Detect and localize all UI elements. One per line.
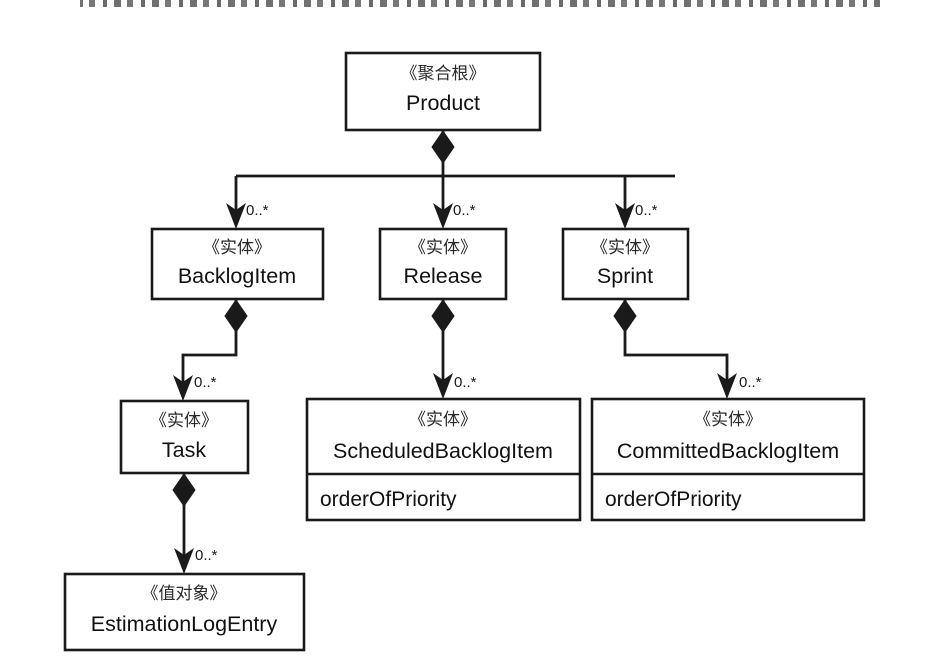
arrowhead-sprint	[615, 203, 635, 229]
link-sprint-committed	[623, 299, 729, 388]
class-box-scheduledbacklogitem[interactable]: 《实体》 ScheduledBacklogItem orderOfPriorit…	[305, 397, 582, 522]
arrowhead-release	[433, 203, 453, 229]
arrowhead-task	[173, 375, 193, 401]
class-stereotype-backlogitem: 《实体》	[203, 238, 271, 257]
class-stereotype-committedbacklogitem: 《实体》	[694, 410, 762, 429]
class-box-scheduledbacklogitem-rect	[305, 397, 582, 522]
class-box-product[interactable]: 《聚合根》 Product	[344, 51, 542, 132]
class-box-sprint-rect	[561, 227, 690, 301]
relationship-backlogitem-to-task	[173, 299, 248, 401]
multiplicity-committedbacklogitem: 0..*	[739, 374, 762, 391]
class-box-product-rect	[344, 51, 542, 132]
composition-diamond-task	[172, 473, 196, 507]
class-box-task-rect	[119, 399, 250, 475]
multiplicity-backlogitem: 0..*	[246, 202, 269, 219]
class-box-committedbacklogitem-rect	[590, 397, 866, 522]
class-box-committedbacklogitem[interactable]: 《实体》 CommittedBacklogItem orderOfPriorit…	[590, 397, 866, 522]
composition-diamond-product	[431, 130, 455, 164]
class-stereotype-estimationlogentry: 《值对象》	[142, 584, 227, 603]
relationship-product-to-children	[226, 130, 675, 229]
arrowhead-committedbacklogitem	[717, 373, 737, 399]
composition-diamond-release	[431, 299, 455, 333]
arrowhead-backlogitem	[226, 203, 246, 229]
class-stereotype-release: 《实体》	[409, 238, 477, 257]
class-name-release: Release	[404, 264, 483, 288]
class-name-task: Task	[162, 438, 206, 462]
composition-diamond-sprint	[613, 299, 637, 333]
class-box-release[interactable]: 《实体》 Release	[378, 227, 508, 301]
composition-diamond-backlogitem	[224, 299, 248, 333]
page-top-bleed-artifact	[0, 0, 944, 7]
multiplicity-estimationlogentry: 0..*	[195, 547, 218, 564]
class-stereotype-task: 《实体》	[150, 411, 218, 430]
class-box-release-rect	[378, 227, 508, 301]
arrowhead-estimationlogentry	[174, 548, 194, 574]
bleed-mask-right	[880, 0, 944, 7]
class-name-estimationlogentry: EstimationLogEntry	[91, 612, 278, 636]
arrowhead-scheduledbacklogitem	[433, 373, 453, 399]
class-name-scheduledbacklogitem: ScheduledBacklogItem	[333, 439, 553, 463]
multiplicity-scheduledbacklogitem: 0..*	[454, 374, 477, 391]
class-stereotype-product: 《聚合根》	[401, 64, 486, 83]
class-box-estimationlogentry-rect	[63, 572, 306, 652]
relationship-task-to-estimationlogentry	[172, 473, 196, 574]
class-box-task[interactable]: 《实体》 Task	[119, 399, 250, 475]
relationship-release-to-scheduledbacklogitem	[431, 299, 455, 399]
class-box-backlogitem-rect	[150, 227, 325, 301]
class-name-product: Product	[406, 91, 480, 115]
class-box-estimationlogentry[interactable]: 《值对象》 EstimationLogEntry	[63, 572, 306, 652]
bleed-text-strip	[0, 0, 944, 7]
class-name-sprint: Sprint	[597, 264, 653, 288]
class-name-backlogitem: BacklogItem	[178, 264, 296, 288]
relationship-sprint-to-committedbacklogitem	[613, 299, 737, 399]
class-attribute-committedbacklogitem-orderofpriority: orderOfPriority	[605, 488, 742, 511]
class-attribute-scheduledbacklogitem-orderofpriority: orderOfPriority	[320, 488, 457, 511]
class-stereotype-scheduledbacklogitem: 《实体》	[409, 410, 477, 429]
multiplicity-sprint: 0..*	[635, 202, 658, 219]
class-box-sprint[interactable]: 《实体》 Sprint	[561, 227, 690, 301]
bleed-mask-left	[0, 0, 80, 7]
multiplicity-release: 0..*	[453, 202, 476, 219]
class-name-committedbacklogitem: CommittedBacklogItem	[617, 439, 839, 463]
multiplicity-task: 0..*	[194, 374, 217, 391]
class-box-backlogitem[interactable]: 《实体》 BacklogItem	[150, 227, 325, 301]
class-stereotype-sprint: 《实体》	[591, 238, 659, 257]
